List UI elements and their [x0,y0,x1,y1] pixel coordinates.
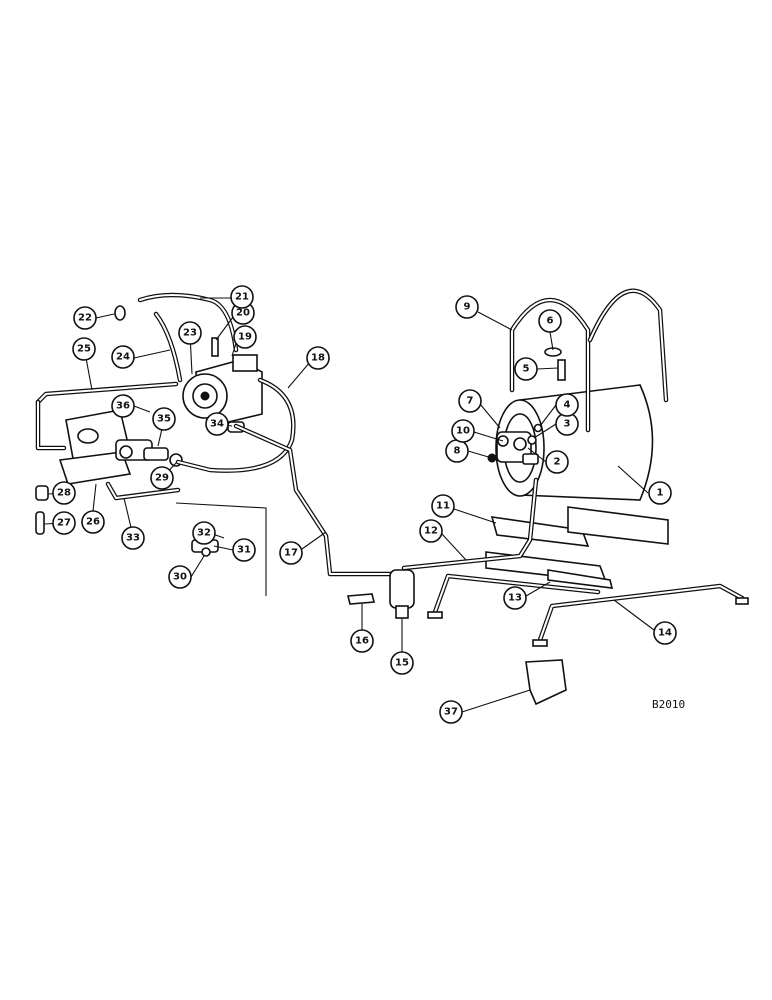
drain-fittings [544,347,566,381]
svg-text:35: 35 [157,414,171,425]
callout-2: 2 [545,450,569,474]
svg-text:10: 10 [456,426,470,437]
callout-16: 16 [350,629,374,653]
callout-8: 8 [445,439,469,463]
tank-support-frame [427,506,749,647]
callout-35: 35 [152,407,176,431]
svg-text:37: 37 [444,707,458,718]
svg-text:29: 29 [155,473,169,484]
callout-37: 37 [439,700,463,724]
callout-26: 26 [81,510,105,534]
callout-5: 5 [514,357,538,381]
callout-7: 7 [458,389,482,413]
callout-9: 9 [455,295,479,319]
tank-mounting-straps [509,288,669,433]
callout-14: 14 [653,621,677,645]
svg-text:11: 11 [436,501,450,512]
svg-text:17: 17 [284,548,298,559]
svg-text:34: 34 [210,419,224,430]
callout-19: 19 [233,325,257,349]
callout-30: 30 [168,565,192,589]
callout-10: 10 [451,419,475,443]
callout-33: 33 [121,526,145,550]
callout-6: 6 [538,309,562,333]
callout-18: 18 [306,346,330,370]
callout-28: 28 [52,481,76,505]
svg-text:20: 20 [236,308,250,319]
air-compressor [182,337,263,425]
air-lines [35,292,539,577]
callout-23: 23 [178,321,202,345]
svg-text:28: 28 [57,488,71,499]
callout-15: 15 [390,651,414,675]
svg-text:19: 19 [238,332,252,343]
svg-text:22: 22 [78,313,92,324]
callout-4: 4 [555,393,579,417]
mounting-bracket [525,659,567,706]
svg-text:27: 27 [57,518,71,529]
figure-reference-code: B2010 [652,698,685,711]
svg-text:7: 7 [467,396,474,407]
callout-29: 29 [150,466,174,490]
svg-text:1: 1 [657,488,664,499]
svg-text:8: 8 [454,446,461,457]
safety-valve [346,569,415,619]
callout-21: 21 [230,285,254,309]
svg-text:16: 16 [355,636,369,647]
svg-text:9: 9 [464,302,471,313]
svg-text:3: 3 [564,419,571,430]
svg-text:4: 4 [564,400,571,411]
svg-text:2: 2 [554,457,561,468]
svg-text:32: 32 [197,528,211,539]
svg-text:18: 18 [311,353,325,364]
brake-valve-assembly [58,409,183,485]
callout-12: 12 [419,519,443,543]
svg-text:31: 31 [237,545,251,556]
callout-31: 31 [232,538,256,562]
svg-text:14: 14 [658,628,672,639]
svg-text:25: 25 [77,344,91,355]
callout-17: 17 [279,541,303,565]
callout-1: 1 [648,481,672,505]
svg-text:24: 24 [116,352,130,363]
svg-text:26: 26 [86,517,100,528]
svg-text:5: 5 [523,364,530,375]
callout-24: 24 [111,345,135,369]
svg-text:36: 36 [116,401,130,412]
svg-text:33: 33 [126,533,140,544]
svg-text:30: 30 [173,572,187,583]
callout-11: 11 [431,494,455,518]
callout-36: 36 [111,394,135,418]
callout-25: 25 [72,337,96,361]
callout-34: 34 [205,412,229,436]
callout-27: 27 [52,511,76,535]
svg-text:13: 13 [508,593,522,604]
callout-32: 32 [192,521,216,545]
svg-text:15: 15 [395,658,409,669]
svg-text:23: 23 [183,328,197,339]
svg-text:12: 12 [424,526,438,537]
callout-13: 13 [503,586,527,610]
svg-text:6: 6 [547,316,554,327]
svg-text:21: 21 [235,292,249,303]
callout-22: 22 [73,306,97,330]
